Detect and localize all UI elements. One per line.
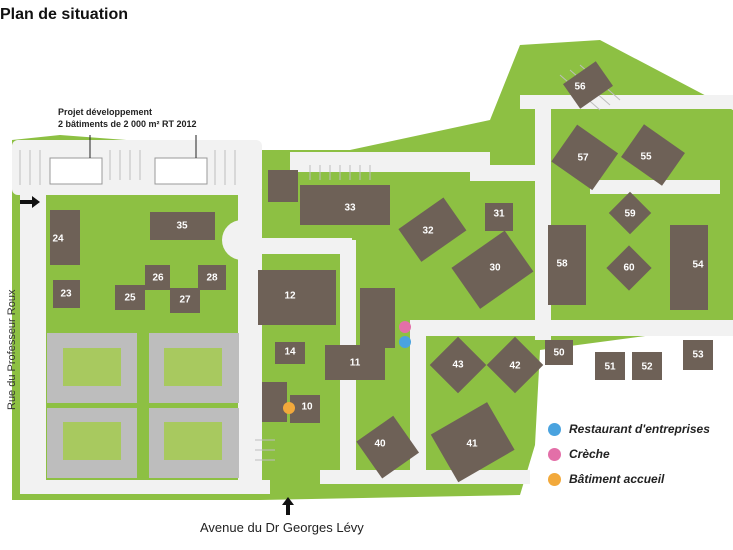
label-26: 26 — [152, 273, 164, 284]
label-42: 42 — [509, 361, 521, 372]
label-55: 55 — [640, 152, 652, 163]
building-24 — [50, 210, 80, 265]
label-28: 28 — [206, 273, 218, 284]
label-12: 12 — [284, 291, 296, 302]
building-52 — [632, 352, 662, 380]
building-31 — [485, 203, 513, 231]
label-56: 56 — [574, 82, 586, 93]
label-10: 10 — [301, 402, 313, 413]
accueil-dot-icon — [548, 473, 561, 487]
label-23: 23 — [60, 289, 72, 300]
label-52: 52 — [641, 362, 653, 373]
building-30 — [451, 230, 534, 309]
label-59: 59 — [624, 209, 636, 220]
parking-areas — [19, 64, 621, 461]
restaurant-dot-icon — [548, 423, 561, 437]
building-40 — [356, 415, 420, 479]
building-28 — [198, 265, 226, 290]
label-25: 25 — [124, 293, 136, 304]
label-31: 31 — [493, 209, 505, 220]
building-57 — [551, 124, 619, 191]
label-51: 51 — [604, 362, 616, 373]
buildings — [50, 61, 713, 483]
building-35 — [150, 212, 215, 240]
legend-accueil-label: Bâtiment accueil — [569, 472, 665, 486]
label-40: 40 — [374, 439, 386, 450]
building-11b — [360, 288, 395, 348]
project-note: Projet développement 2 bâtiments de 2 00… — [58, 106, 197, 130]
building-51 — [595, 352, 625, 380]
label-43: 43 — [452, 360, 464, 371]
building-12 — [258, 270, 336, 325]
entrance-arrow-bottom-icon — [282, 497, 294, 515]
sports-fields — [47, 333, 239, 478]
building-11 — [325, 345, 385, 380]
building-26 — [145, 265, 170, 290]
street-label-bottom: Avenue du Dr Georges Lévy — [200, 520, 364, 535]
building-10b — [290, 395, 320, 423]
roundabout — [222, 220, 262, 260]
label-53: 53 — [692, 350, 704, 361]
label-30: 30 — [489, 263, 501, 274]
building-25 — [115, 285, 145, 310]
legend-creche-label: Crèche — [569, 447, 610, 461]
label-60: 60 — [623, 263, 635, 274]
building-10 — [262, 382, 287, 422]
label-24: 24 — [52, 234, 64, 245]
building-33 — [300, 185, 390, 225]
restaurant-marker — [399, 336, 411, 348]
accueil-marker — [283, 402, 295, 414]
legend-restaurant: Restaurant d'entreprises — [548, 422, 710, 437]
building-labels: 56 55 57 59 60 54 58 33 32 31 30 35 24 2… — [52, 82, 704, 450]
creche-marker — [399, 321, 411, 333]
label-14: 14 — [284, 347, 296, 358]
label-50: 50 — [553, 348, 565, 359]
label-35: 35 — [176, 221, 188, 232]
label-33: 33 — [344, 203, 356, 214]
building-33b — [268, 170, 298, 202]
building-55 — [621, 124, 685, 186]
label-32: 32 — [422, 226, 434, 237]
building-32 — [398, 197, 467, 262]
building-53 — [683, 340, 713, 370]
building-27 — [170, 288, 200, 313]
entrance-arrow-left-icon — [20, 196, 40, 208]
project-note-line2: 2 bâtiments de 2 000 m² RT 2012 — [58, 119, 197, 129]
project-note-line1: Projet développement — [58, 107, 153, 117]
building-58 — [548, 225, 586, 305]
label-27: 27 — [179, 295, 191, 306]
label-41: 41 — [466, 439, 478, 450]
building-50 — [545, 340, 573, 365]
label-57: 57 — [577, 153, 589, 164]
building-41 — [430, 402, 515, 483]
building-54 — [670, 225, 708, 310]
project-buildings — [49, 135, 208, 185]
building-56 — [563, 61, 613, 109]
street-label-left: Rue du Professeur Roux — [6, 289, 18, 410]
label-54: 54 — [692, 260, 704, 271]
legend-accueil: Bâtiment accueil — [548, 472, 665, 487]
legend-restaurant-label: Restaurant d'entreprises — [569, 422, 710, 436]
label-58: 58 — [556, 259, 568, 270]
label-11: 11 — [350, 358, 361, 369]
building-23 — [53, 280, 80, 308]
building-14 — [275, 342, 305, 364]
page-title: Plan de situation — [0, 6, 129, 23]
legend-creche: Crèche — [548, 447, 610, 462]
creche-dot-icon — [548, 448, 561, 462]
